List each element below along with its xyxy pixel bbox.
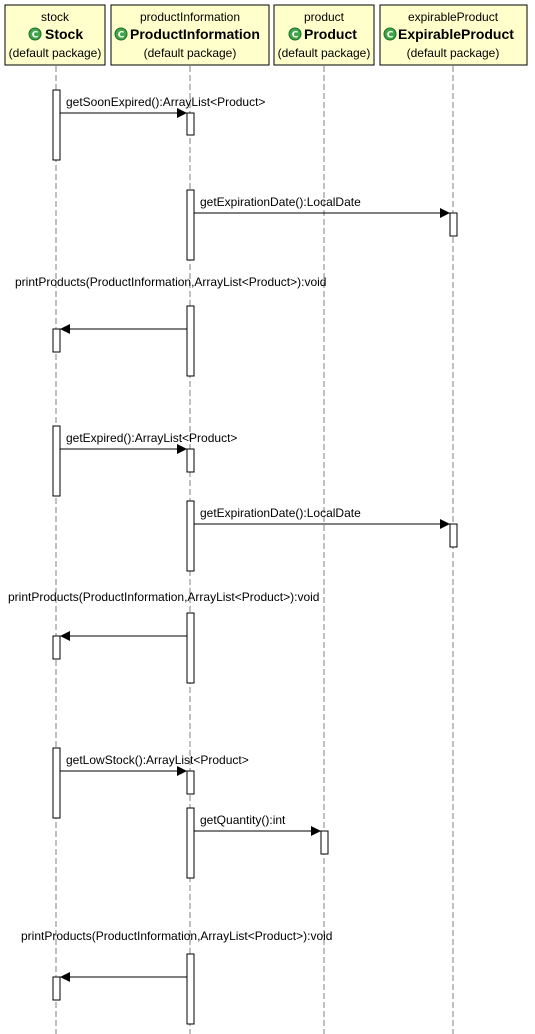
activation-bar bbox=[449, 212, 458, 237]
activation-bar bbox=[186, 189, 195, 261]
participant-package: (default package) bbox=[144, 46, 237, 60]
participant-box bbox=[110, 4, 270, 66]
activation-bar bbox=[186, 807, 195, 879]
class-icon: C bbox=[28, 27, 42, 41]
activation-bar bbox=[186, 612, 195, 684]
svg-text:C: C bbox=[292, 31, 299, 41]
participant-alias: stock bbox=[41, 10, 70, 24]
svg-text:C: C bbox=[32, 31, 39, 41]
message-label: printProducts(ProductInformation,ArrayLi… bbox=[21, 929, 332, 943]
message-get-quantity[interactable]: getQuantity():int bbox=[194, 813, 321, 836]
message-label: getLowStock():ArrayList<Product> bbox=[66, 753, 249, 767]
lifelines bbox=[55, 66, 454, 1034]
message-label: getExpirationDate():LocalDate bbox=[200, 195, 361, 209]
message-label: getSoonExpired():ArrayList<Product> bbox=[66, 95, 265, 109]
participant-box bbox=[4, 4, 106, 66]
participant-alias: product bbox=[304, 10, 345, 24]
participant-name: Stock bbox=[45, 26, 83, 42]
svg-text:C: C bbox=[118, 31, 125, 41]
participant-name: ProductInformation bbox=[130, 26, 260, 42]
message-get-expiration-date[interactable]: getExpirationDate():LocalDate bbox=[194, 195, 450, 218]
participant-alias: expirableProduct bbox=[408, 10, 499, 24]
message-get-expired[interactable]: getExpired():ArrayList<Product> bbox=[60, 431, 237, 454]
participant-box bbox=[379, 4, 528, 66]
message-print-products[interactable]: printProducts(ProductInformation,ArrayLi… bbox=[21, 929, 332, 982]
message-get-expiration-date[interactable]: getExpirationDate():LocalDate bbox=[194, 506, 450, 529]
class-icon: C bbox=[288, 27, 302, 41]
message-label: getExpired():ArrayList<Product> bbox=[66, 431, 237, 445]
participant-expirableproduct[interactable]: expirableProduct C ExpirableProduct (def… bbox=[379, 4, 528, 66]
activation-bar bbox=[52, 425, 61, 497]
activation-bar bbox=[449, 523, 458, 548]
message-label: getQuantity():int bbox=[200, 813, 286, 827]
activation-bar bbox=[52, 328, 61, 353]
activation-bar bbox=[186, 770, 195, 795]
activation-bar bbox=[52, 635, 61, 660]
activation-bar bbox=[186, 448, 195, 473]
activation-bar bbox=[186, 112, 195, 136]
activation-bar bbox=[186, 500, 195, 572]
message-label: printProducts(ProductInformation,ArrayLi… bbox=[8, 590, 319, 604]
activations bbox=[52, 89, 458, 1025]
participant-name: ExpirableProduct bbox=[398, 26, 514, 42]
message-print-products[interactable]: printProducts(ProductInformation,ArrayLi… bbox=[15, 275, 326, 334]
participant-package: (default package) bbox=[278, 46, 371, 60]
participant-stock[interactable]: stock C Stock (default package) bbox=[4, 4, 106, 66]
svg-text:C: C bbox=[387, 31, 394, 41]
participant-productinformation[interactable]: productInformation C ProductInformation … bbox=[110, 4, 270, 66]
activation-bar bbox=[186, 305, 195, 377]
class-icon: C bbox=[114, 27, 128, 41]
participant-package: (default package) bbox=[9, 46, 102, 60]
participant-name: Product bbox=[304, 26, 357, 42]
class-icon: C bbox=[383, 27, 397, 41]
message-get-low-stock[interactable]: getLowStock():ArrayList<Product> bbox=[60, 753, 249, 776]
participant-alias: productInformation bbox=[140, 10, 240, 24]
message-print-products[interactable]: printProducts(ProductInformation,ArrayLi… bbox=[8, 590, 319, 641]
message-label: printProducts(ProductInformation,ArrayLi… bbox=[15, 275, 326, 289]
activation-bar bbox=[52, 747, 61, 819]
activation-bar bbox=[52, 976, 61, 1001]
message-label: getExpirationDate():LocalDate bbox=[200, 506, 361, 520]
activation-bar bbox=[186, 953, 195, 1025]
activation-bar bbox=[52, 89, 61, 161]
participant-product[interactable]: product C Product (default package) bbox=[273, 4, 375, 66]
message-get-soon-expired[interactable]: getSoonExpired():ArrayList<Product> bbox=[60, 95, 265, 118]
activation-bar bbox=[320, 830, 329, 855]
participant-package: (default package) bbox=[407, 46, 500, 60]
